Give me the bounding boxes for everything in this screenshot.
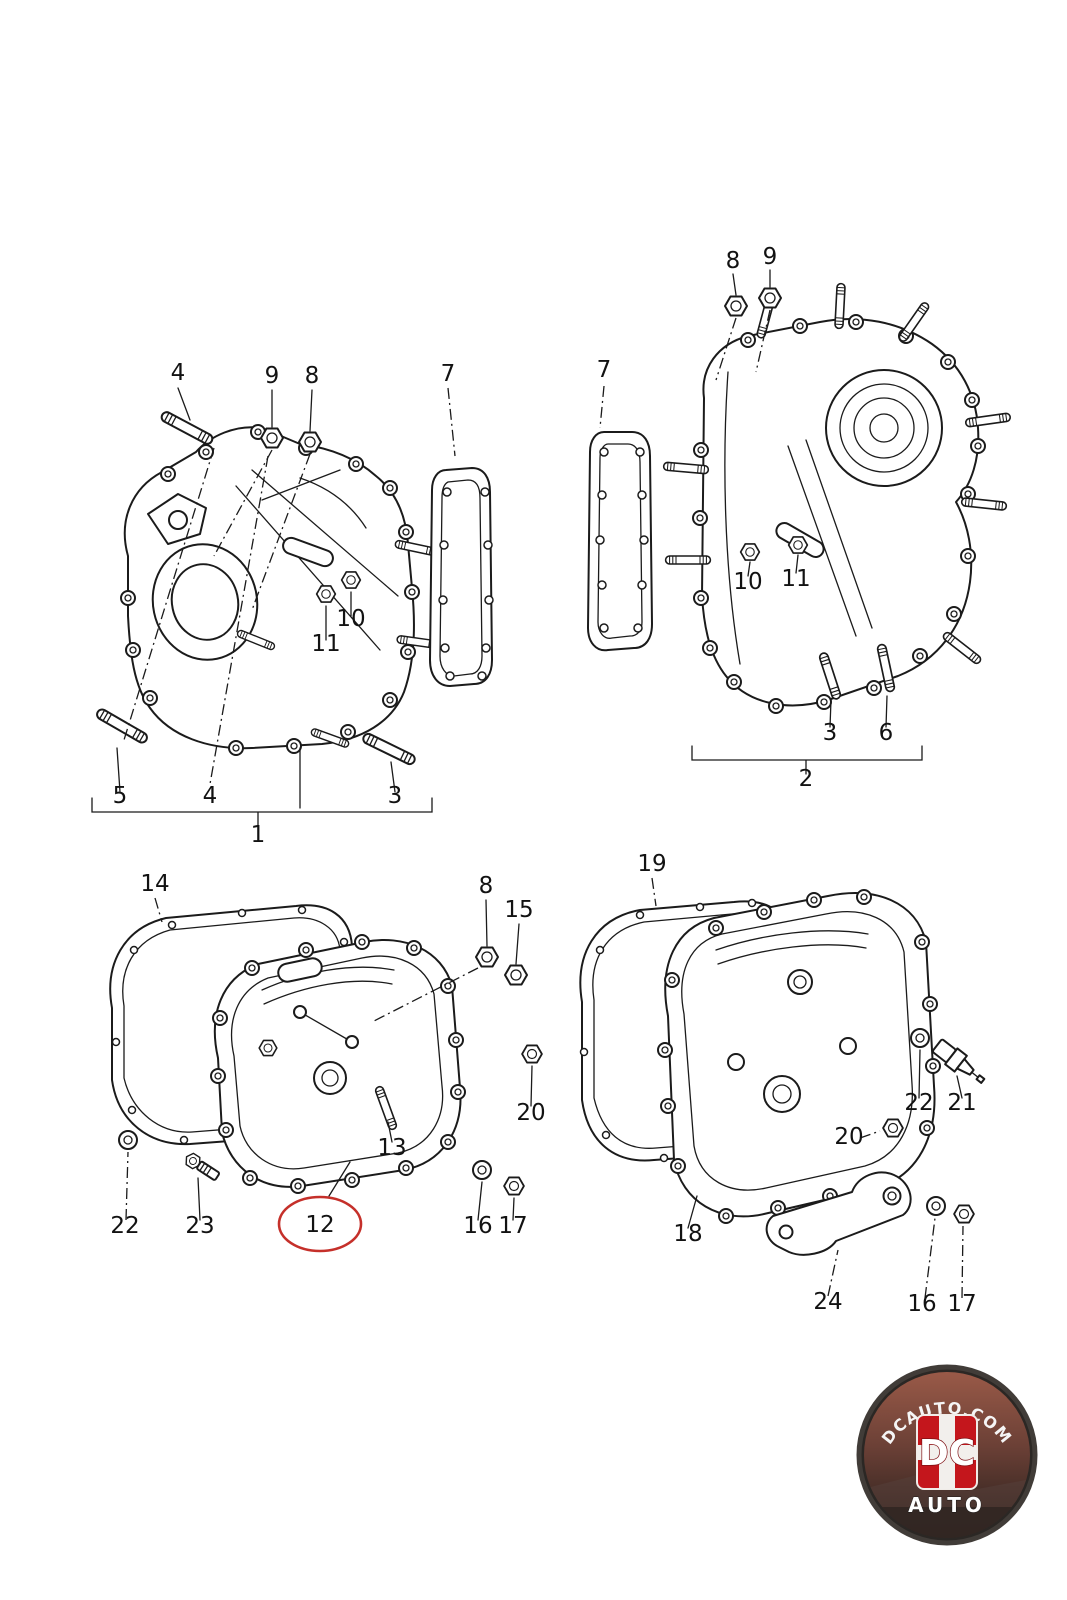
callout-24: 24 <box>813 1289 842 1315</box>
leader-lines-1 <box>116 387 456 809</box>
part-stud-4-top <box>158 409 216 447</box>
callout-9: 9 <box>265 363 280 389</box>
part-washer-16-r <box>926 1196 946 1216</box>
logo-shield-icon <box>916 1414 978 1490</box>
part-housing-1 <box>120 424 420 756</box>
part-nut-17-l <box>503 1176 525 1196</box>
callout-2: 2 <box>799 766 814 792</box>
callout-8: 8 <box>479 873 494 899</box>
callout-4b: 4 <box>203 783 218 809</box>
bracket-2 <box>691 745 923 775</box>
part-nut-9 <box>260 427 284 449</box>
part-stud-5 <box>94 706 150 746</box>
callout-15: 15 <box>504 897 533 923</box>
callout-4: 4 <box>171 360 186 386</box>
callout-7: 7 <box>597 357 612 383</box>
callout-11: 11 <box>311 631 340 657</box>
callout-13: 13 <box>377 1135 406 1161</box>
part-nut-11 <box>315 585 337 603</box>
part-washer-22-l <box>118 1130 138 1150</box>
callout-6: 6 <box>879 720 894 746</box>
part-sensor-21 <box>931 1038 986 1084</box>
leader-lines-2 <box>599 269 888 728</box>
callout-9: 9 <box>763 244 778 270</box>
part-nut-11-r <box>787 536 809 554</box>
callout-7: 7 <box>441 361 456 387</box>
callout-20: 20 <box>516 1100 545 1126</box>
part-nut-9-r <box>758 287 782 309</box>
part-gasket-7-left <box>429 467 494 687</box>
callout-21: 21 <box>947 1090 976 1116</box>
callout-3: 3 <box>388 783 403 809</box>
leader-lines-4 <box>651 877 964 1299</box>
part-nut-8-b <box>475 946 499 968</box>
part-nut-20-b <box>521 1044 543 1064</box>
callouts-4: 19 22 21 20 18 24 16 17 <box>637 851 976 1317</box>
brand-logo: DCAUTO.COM DC AUTO <box>856 1364 1038 1546</box>
callout-18: 18 <box>673 1221 702 1247</box>
logo-monogram: DC <box>919 1433 975 1474</box>
callout-22: 22 <box>110 1213 139 1239</box>
callout-17: 17 <box>947 1291 976 1317</box>
part-washer-22-r <box>910 1028 930 1048</box>
callout-12-highlighted: 12 <box>305 1212 334 1238</box>
assembly-1: 4 9 8 7 10 11 5 4 3 1 <box>91 360 494 848</box>
callout-23: 23 <box>185 1213 214 1239</box>
callout-14: 14 <box>140 871 169 897</box>
assembly-2: 8 9 7 10 11 3 6 2 <box>587 244 1012 792</box>
callout-8: 8 <box>305 363 320 389</box>
part-nut-20-r <box>882 1118 904 1138</box>
highlight-circle-part-12 <box>277 1195 363 1253</box>
part-cover-2 <box>692 314 986 714</box>
part-bracket-24 <box>765 1171 912 1256</box>
logo-word: AUTO <box>908 1493 986 1517</box>
callout-22: 22 <box>904 1090 933 1116</box>
part-nut-17-r <box>953 1204 975 1224</box>
bracket-1 <box>91 797 433 827</box>
callouts-2: 8 9 7 10 11 3 6 2 <box>597 244 894 792</box>
assembly-3: 14 8 15 20 13 22 23 12 16 17 <box>109 871 546 1253</box>
callout-3: 3 <box>823 720 838 746</box>
callout-19: 19 <box>637 851 666 877</box>
callouts-3: 14 8 15 20 13 22 23 12 16 17 <box>110 871 545 1239</box>
callout-11: 11 <box>781 566 810 592</box>
callout-16: 16 <box>907 1291 936 1317</box>
part-sensor-23 <box>182 1150 221 1181</box>
part-cover-18 <box>657 889 941 1224</box>
part-cover-12 <box>210 934 466 1194</box>
callout-16: 16 <box>463 1213 492 1239</box>
part-gasket-7-right <box>587 431 653 652</box>
part-nut-10-r <box>739 543 761 561</box>
callout-17: 17 <box>498 1213 527 1239</box>
part-nut-15 <box>504 964 528 986</box>
callout-5: 5 <box>113 783 128 809</box>
callout-10: 10 <box>336 606 365 632</box>
part-nut-10 <box>340 571 362 589</box>
callout-20: 20 <box>834 1124 863 1150</box>
part-stud-3 <box>360 731 418 767</box>
part-nut-8 <box>298 431 322 453</box>
callout-10: 10 <box>733 569 762 595</box>
assembly-4: 19 22 21 20 18 24 16 17 <box>579 851 986 1317</box>
part-nut-8-r <box>724 295 748 317</box>
callout-1: 1 <box>251 822 266 848</box>
part-washer-16-l <box>472 1160 492 1180</box>
callout-8: 8 <box>726 248 741 274</box>
callouts-1: 4 9 8 7 10 11 5 4 3 1 <box>113 360 456 848</box>
leader-lines-3 <box>125 897 533 1221</box>
